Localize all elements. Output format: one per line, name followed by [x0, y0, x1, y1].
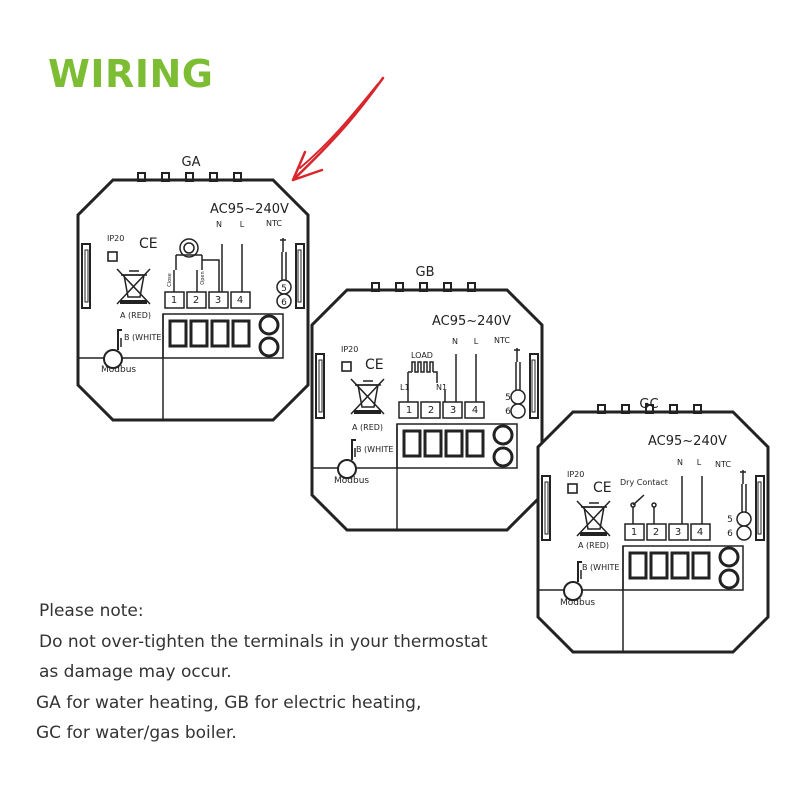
gb-load-label: LOAD [411, 351, 433, 360]
gc-a-red: A (RED) [578, 541, 609, 550]
gb-modbus: Modbus [334, 476, 369, 486]
gc-voltage: AC95~240V [648, 434, 727, 449]
gb-title: GB [416, 265, 435, 280]
ga-term-1: 1 [171, 295, 177, 306]
gc-ip-label: IP20 [567, 470, 584, 479]
gb-term-3: 3 [450, 405, 456, 416]
ga-labels: GA AC95~240V IP20 CE N L NTC 5 6 1 2 3 4… [101, 155, 289, 375]
unit-ga: Close Open [76, 171, 310, 422]
ga-term-4: 4 [237, 295, 243, 306]
note-line: as damage may occur. [39, 662, 232, 682]
red-arrow [291, 76, 385, 182]
gb-a-red: A (RED) [352, 423, 383, 432]
notes: Please note: Do not over-tighten the ter… [36, 596, 556, 749]
note-line: Do not over-tighten the terminals in you… [39, 631, 488, 652]
gb-term-4: 4 [472, 405, 478, 416]
gb-n-label: N [452, 337, 458, 346]
ga-a-red: A (RED) [120, 311, 151, 320]
ga-l-label: L [240, 220, 245, 229]
ga-modbus: Modbus [101, 365, 136, 375]
ga-ntc-label: NTC [266, 219, 282, 228]
ga-open-label: Open [200, 271, 206, 284]
ga-term-6: 6 [281, 298, 287, 308]
note-line: Please note: [39, 601, 144, 621]
gc-term-5: 5 [727, 515, 733, 525]
note-line: GA for water heating, GB for electric he… [36, 692, 422, 713]
gc-term-6: 6 [727, 529, 733, 539]
gc-l-label: L [697, 458, 702, 467]
gc-dry-contact: Dry Contact [620, 478, 668, 487]
gc-term-4: 4 [697, 527, 703, 538]
ga-n-label: N [216, 220, 222, 229]
unit-gc [536, 403, 770, 654]
gb-ntc-label: NTC [494, 336, 510, 345]
wiring-heading: WIRING [48, 52, 214, 96]
gc-term-2: 2 [653, 527, 659, 538]
gc-title: GC [639, 397, 658, 412]
ga-b-white: B (WHITE) [124, 333, 165, 342]
gb-l-label: L [474, 337, 479, 346]
gc-ntc-label: NTC [715, 460, 731, 469]
gb-ce-mark: CE [365, 357, 384, 373]
gc-modbus: Modbus [560, 598, 595, 608]
note-line: GC for water/gas boiler. [36, 723, 237, 743]
gc-n-label: N [677, 458, 683, 467]
ga-ip-label: IP20 [107, 234, 124, 243]
gc-labels: GC AC95~240V IP20 CE Dry Contact N L NTC… [560, 397, 733, 608]
gb-voltage: AC95~240V [432, 314, 511, 329]
gb-l1-label: L1 [400, 383, 410, 392]
gb-n1-label: N1 [436, 383, 447, 392]
gc-term-3: 3 [675, 527, 681, 538]
unit-gb [310, 281, 544, 532]
gb-term-1: 1 [406, 405, 412, 416]
ga-title: GA [182, 155, 201, 170]
ga-term-5: 5 [281, 284, 287, 294]
ga-ce-mark: CE [139, 236, 158, 252]
gb-term-5: 5 [505, 393, 511, 403]
gb-b-white: B (WHITE [356, 445, 393, 454]
gc-ce-mark: CE [593, 480, 612, 496]
gb-term-6: 6 [505, 407, 511, 417]
gc-b-white: B (WHITE [582, 563, 619, 572]
gc-term-1: 1 [631, 527, 637, 538]
ga-term-2: 2 [193, 295, 199, 306]
ga-term-3: 3 [215, 295, 221, 306]
gb-ip-label: IP20 [341, 345, 358, 354]
ga-voltage: AC95~240V [210, 202, 289, 217]
gb-labels: GB AC95~240V IP20 CE LOAD L1 N1 N L NTC … [334, 265, 511, 486]
gb-term-2: 2 [428, 405, 434, 416]
ga-close-label: Close [167, 273, 173, 287]
